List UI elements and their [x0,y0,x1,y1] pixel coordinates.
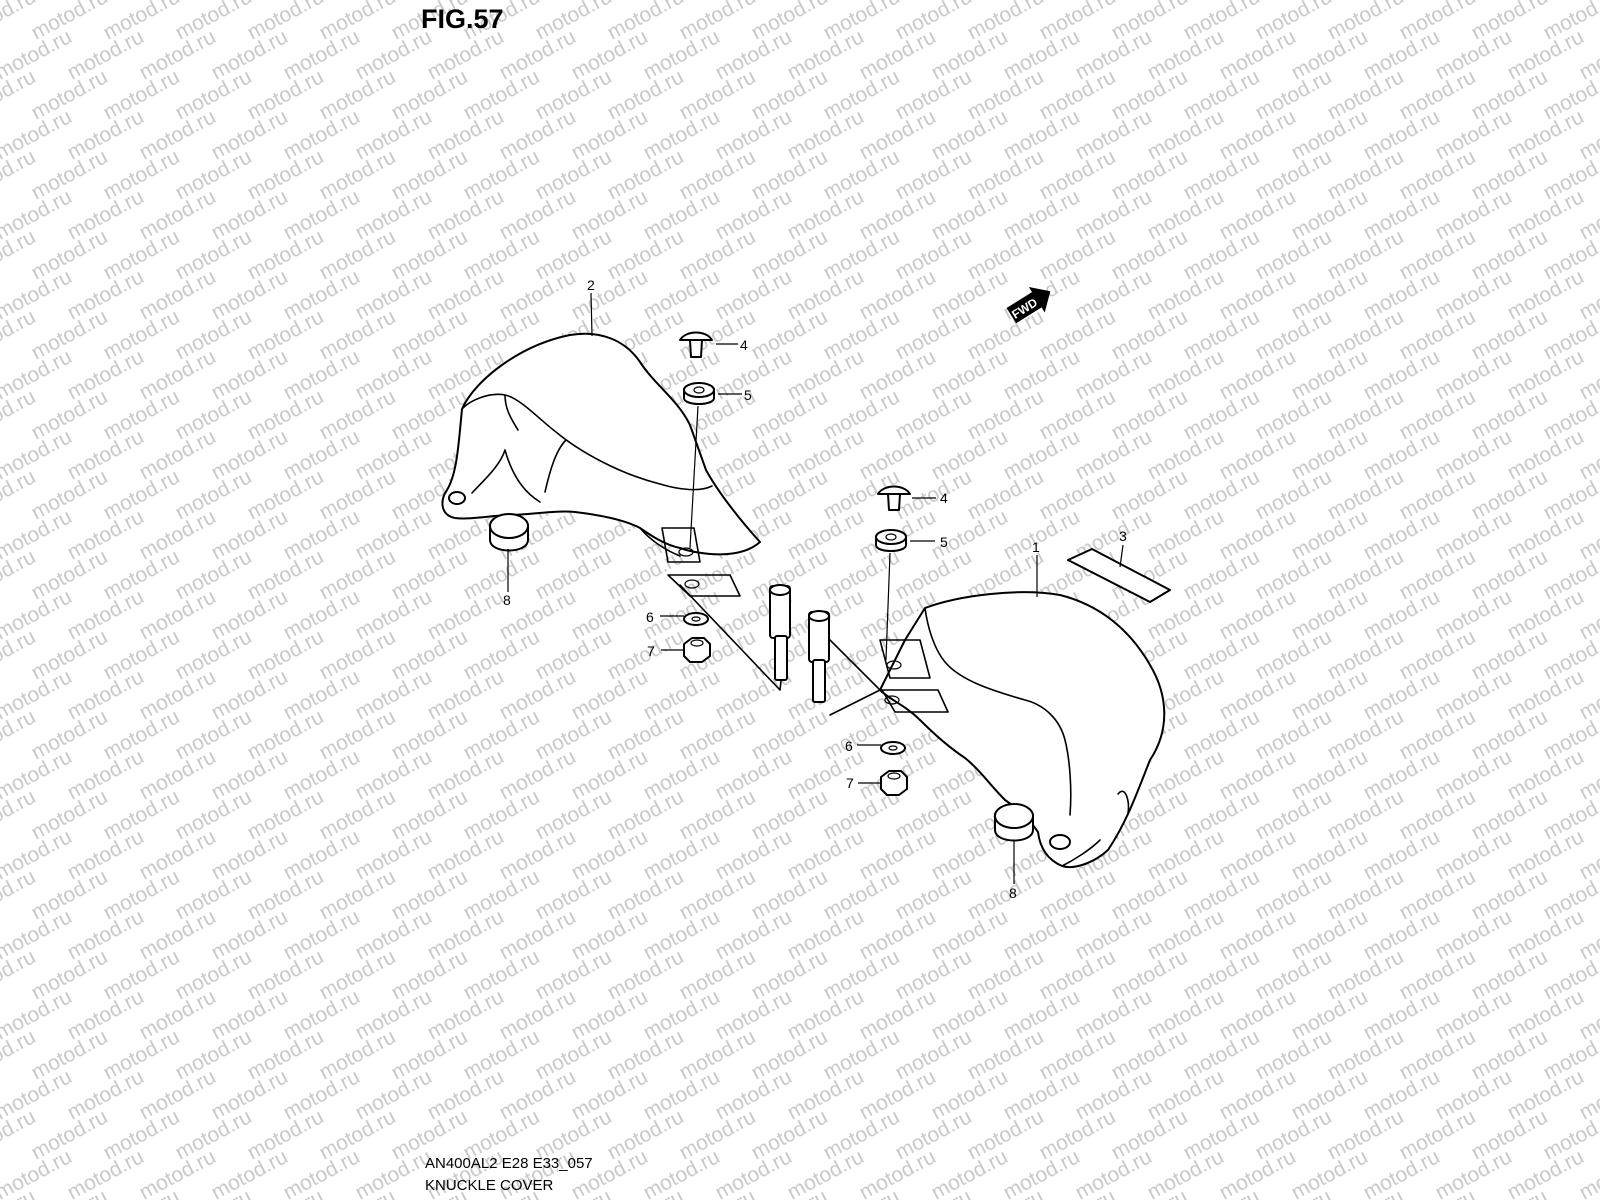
damper-left [489,513,529,552]
washer-left [683,382,715,405]
callout-5-left: 5 [744,387,752,403]
watermark-text: motod.ru [1576,0,1600,4]
knuckle-cover-right [829,591,1166,868]
diagram-code: AN400AL2 E28 E33_057 [425,1155,593,1172]
callout-8-right: 8 [1009,885,1017,901]
callout-4-right: 4 [940,490,948,506]
callout-7-left: 7 [647,643,655,659]
damper-right [994,803,1034,842]
leader-lines [507,292,1124,884]
washer-6-left [683,612,709,626]
figure-label: FIG.57 [421,4,504,34]
callout-8-left: 8 [503,592,511,608]
label-strip [1067,548,1171,603]
washer-6-right [880,741,906,755]
collar-right [808,610,830,703]
callout-1: 1 [1032,539,1040,555]
callout-6-right: 6 [845,738,853,754]
collar-left [769,584,791,681]
callout-2: 2 [587,277,595,293]
callout-3: 3 [1119,528,1127,544]
callout-6-left: 6 [646,609,654,625]
washer-right [875,529,907,552]
screw-right [877,485,911,511]
callout-4-left: 4 [740,337,748,353]
callout-7-right: 7 [846,775,854,791]
screw-left [679,331,713,358]
diagram-name: KNUCKLE COVER [425,1177,554,1194]
nut-7-left [683,637,711,663]
callout-5-right: 5 [940,534,948,550]
nut-7-right [880,770,908,796]
